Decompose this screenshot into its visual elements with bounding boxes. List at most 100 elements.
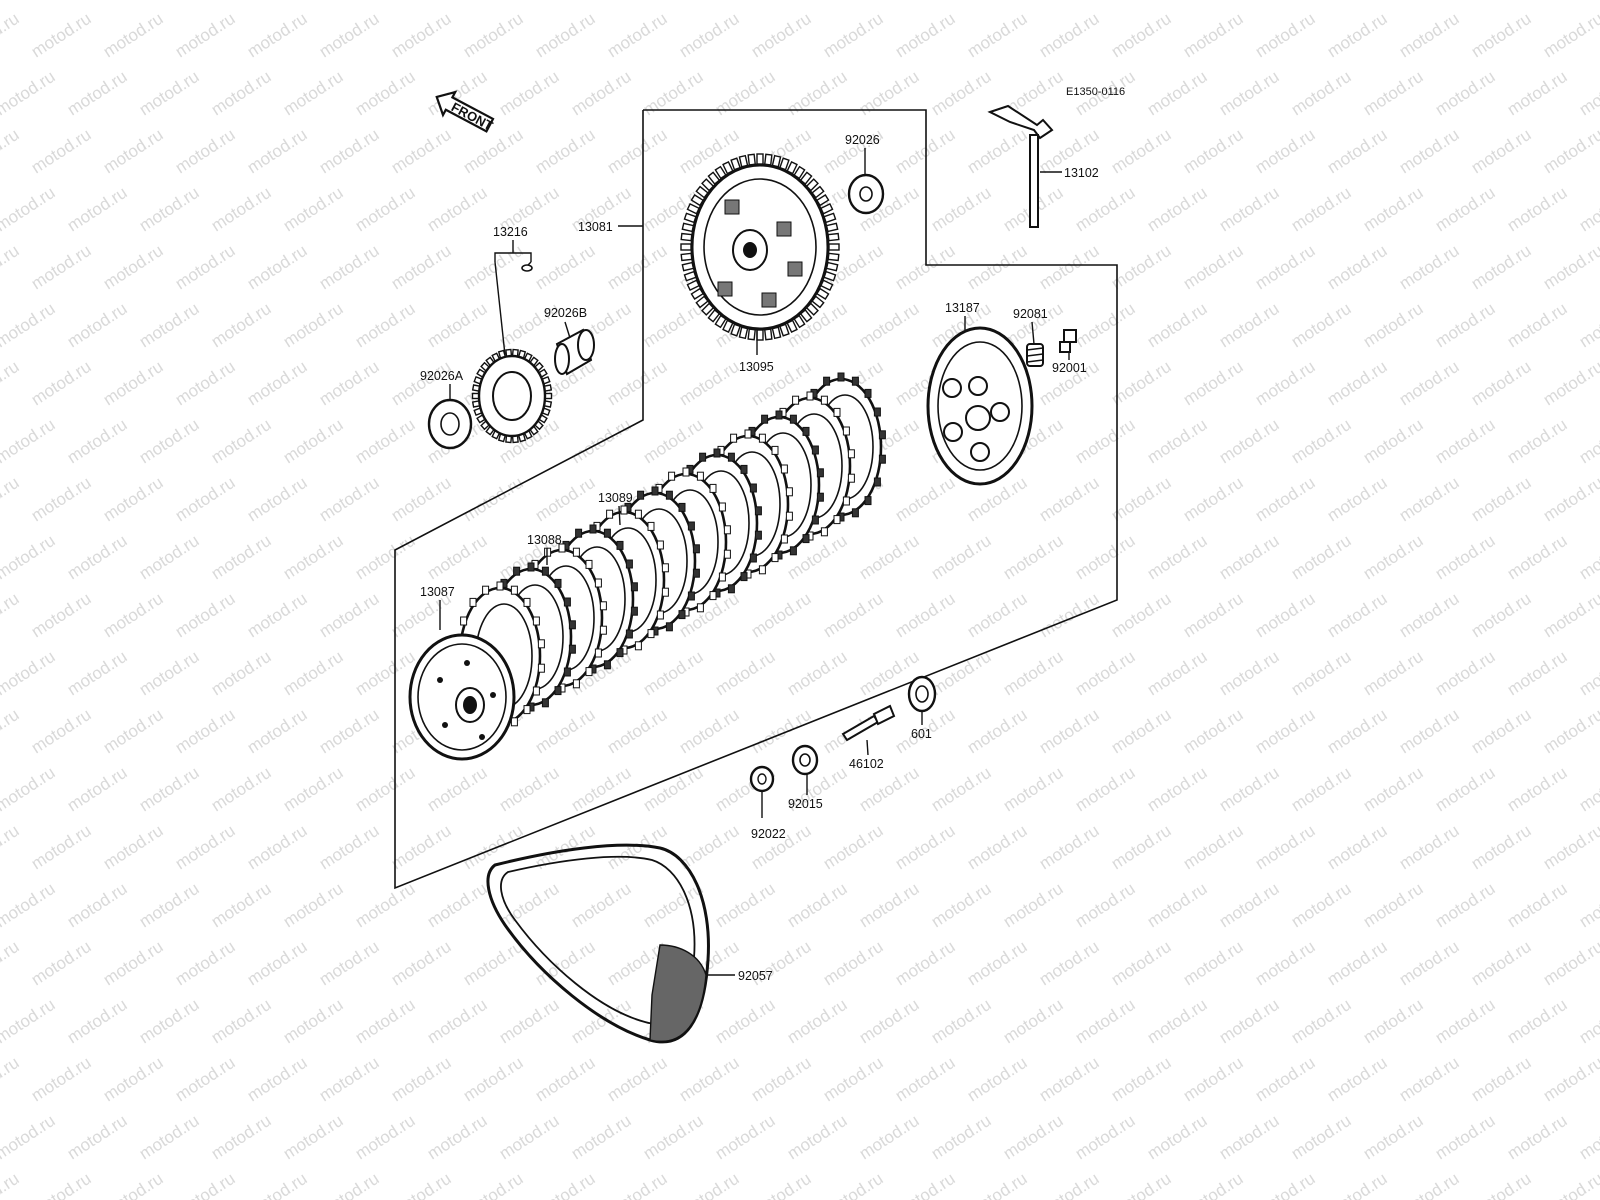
watermark-text: motod.ru <box>1576 299 1600 351</box>
watermark-text: motod.ru <box>1072 183 1139 235</box>
part-label-92026: 92026 <box>845 133 880 147</box>
watermark-text: motod.ru <box>1036 1169 1103 1200</box>
watermark-text: motod.ru <box>316 705 383 757</box>
gear-tooth <box>756 329 764 341</box>
watermark-text: motod.ru <box>28 705 95 757</box>
watermark-text: motod.ru <box>1324 705 1391 757</box>
part-labels: 13081 92026 13102 13216 92026B 92026A 13… <box>420 133 1099 983</box>
watermark-text: motod.ru <box>568 879 635 931</box>
watermark-text: motod.ru <box>1180 1053 1247 1105</box>
watermark-text: motod.ru <box>100 1053 167 1105</box>
part-label-13187: 13187 <box>945 301 980 315</box>
watermark-text: motod.ru <box>640 415 707 467</box>
watermark-text: motod.ru <box>1576 415 1600 467</box>
watermark-text: motod.ru <box>748 589 815 641</box>
watermark-text: motod.ru <box>604 705 671 757</box>
watermark-text: motod.ru <box>1540 357 1600 409</box>
gear-tooth <box>738 154 749 168</box>
watermark-text: motod.ru <box>424 0 491 3</box>
watermark-text: motod.ru <box>136 0 203 3</box>
watermark-text: motod.ru <box>1360 531 1427 583</box>
watermark-text: motod.ru <box>784 67 851 119</box>
watermark-text: motod.ru <box>964 589 1031 641</box>
part-label-13087: 13087 <box>420 585 455 599</box>
watermark-text: motod.ru <box>1504 415 1571 467</box>
watermark-text: motod.ru <box>532 705 599 757</box>
watermark-text: motod.ru <box>856 1111 923 1163</box>
watermark-text: motod.ru <box>64 415 131 467</box>
watermark-text: motod.ru <box>0 937 22 989</box>
watermark-text: motod.ru <box>928 879 995 931</box>
watermark-text: motod.ru <box>1504 995 1571 1047</box>
watermark-text: motod.ru <box>1396 1053 1463 1105</box>
watermark-text: motod.ru <box>1036 9 1103 61</box>
gear-tooth <box>681 261 695 272</box>
watermark-text: motod.ru <box>856 995 923 1047</box>
clutch-housing-13095-shape <box>680 153 840 341</box>
watermark-text: motod.ru <box>1144 879 1211 931</box>
watermark-text: motod.ru <box>28 1053 95 1105</box>
watermark-text: motod.ru <box>1468 589 1535 641</box>
watermark-text: motod.ru <box>568 1111 635 1163</box>
watermark-text: motod.ru <box>208 763 275 815</box>
watermark-text: motod.ru <box>1252 125 1319 177</box>
watermark-text: motod.ru <box>1468 1053 1535 1105</box>
watermark-text: motod.ru <box>1180 937 1247 989</box>
watermark-text: motod.ru <box>496 995 563 1047</box>
watermark-text: motod.ru <box>316 821 383 873</box>
watermark-text: motod.ru <box>244 9 311 61</box>
watermark-text: motod.ru <box>28 589 95 641</box>
watermark-text: motod.ru <box>928 647 995 699</box>
watermark-text: motod.ru <box>352 67 419 119</box>
watermark-text: motod.ru <box>1396 357 1463 409</box>
watermark-text: motod.ru <box>64 0 131 3</box>
watermark-text: motod.ru <box>136 415 203 467</box>
watermark-text: motod.ru <box>352 763 419 815</box>
watermark-text: motod.ru <box>1144 67 1211 119</box>
watermark-text: motod.ru <box>1180 9 1247 61</box>
watermark-text: motod.ru <box>1180 705 1247 757</box>
watermark-text: motod.ru <box>856 879 923 931</box>
watermark-text: motod.ru <box>1036 589 1103 641</box>
watermark-text: motod.ru <box>1432 647 1499 699</box>
watermark-text: motod.ru <box>1036 705 1103 757</box>
watermark-text: motod.ru <box>1144 415 1211 467</box>
watermark-text: motod.ru <box>1504 879 1571 931</box>
watermark-text: motod.ru <box>892 589 959 641</box>
watermark-text: motod.ru <box>1000 879 1067 931</box>
gear-tooth <box>680 252 693 262</box>
watermark-text: motod.ru <box>0 299 58 351</box>
watermark-text: motod.ru <box>1360 183 1427 235</box>
watermark-text: motod.ru <box>712 0 779 3</box>
assembly-boundary <box>394 109 1118 890</box>
watermark-text: motod.ru <box>136 647 203 699</box>
watermark-text: motod.ru <box>604 125 671 177</box>
watermark-text: motod.ru <box>64 67 131 119</box>
watermark-text: motod.ru <box>316 1053 383 1105</box>
watermark-text: motod.ru <box>1468 241 1535 293</box>
watermark-text: motod.ru <box>244 705 311 757</box>
gear-tooth <box>827 232 840 242</box>
watermark-text: motod.ru <box>1252 1169 1319 1200</box>
watermark-text: motod.ru <box>928 995 995 1047</box>
watermark-text: motod.ru <box>964 705 1031 757</box>
watermark-text: motod.ru <box>892 9 959 61</box>
watermark-text: motod.ru <box>64 1111 131 1163</box>
watermark-text: motod.ru <box>0 589 22 641</box>
watermark-text: motod.ru <box>1540 589 1600 641</box>
watermark-text: motod.ru <box>712 995 779 1047</box>
watermark-text: motod.ru <box>280 0 347 3</box>
watermark-text: motod.ru <box>1324 357 1391 409</box>
watermark-text: motod.ru <box>0 995 58 1047</box>
watermark-text: motod.ru <box>964 125 1031 177</box>
watermark-text: motod.ru <box>1288 763 1355 815</box>
chain-92057-shape <box>486 843 710 1044</box>
watermark-text: motod.ru <box>1144 647 1211 699</box>
watermark-text: motod.ru <box>1036 821 1103 873</box>
part-label-92026B: 92026B <box>544 306 587 320</box>
watermark-text: motod.ru <box>1216 183 1283 235</box>
watermark-text: motod.ru <box>1504 299 1571 351</box>
gear-tooth <box>756 153 764 165</box>
watermark-text: motod.ru <box>532 1169 599 1200</box>
watermark-text: motod.ru <box>1540 1053 1600 1105</box>
